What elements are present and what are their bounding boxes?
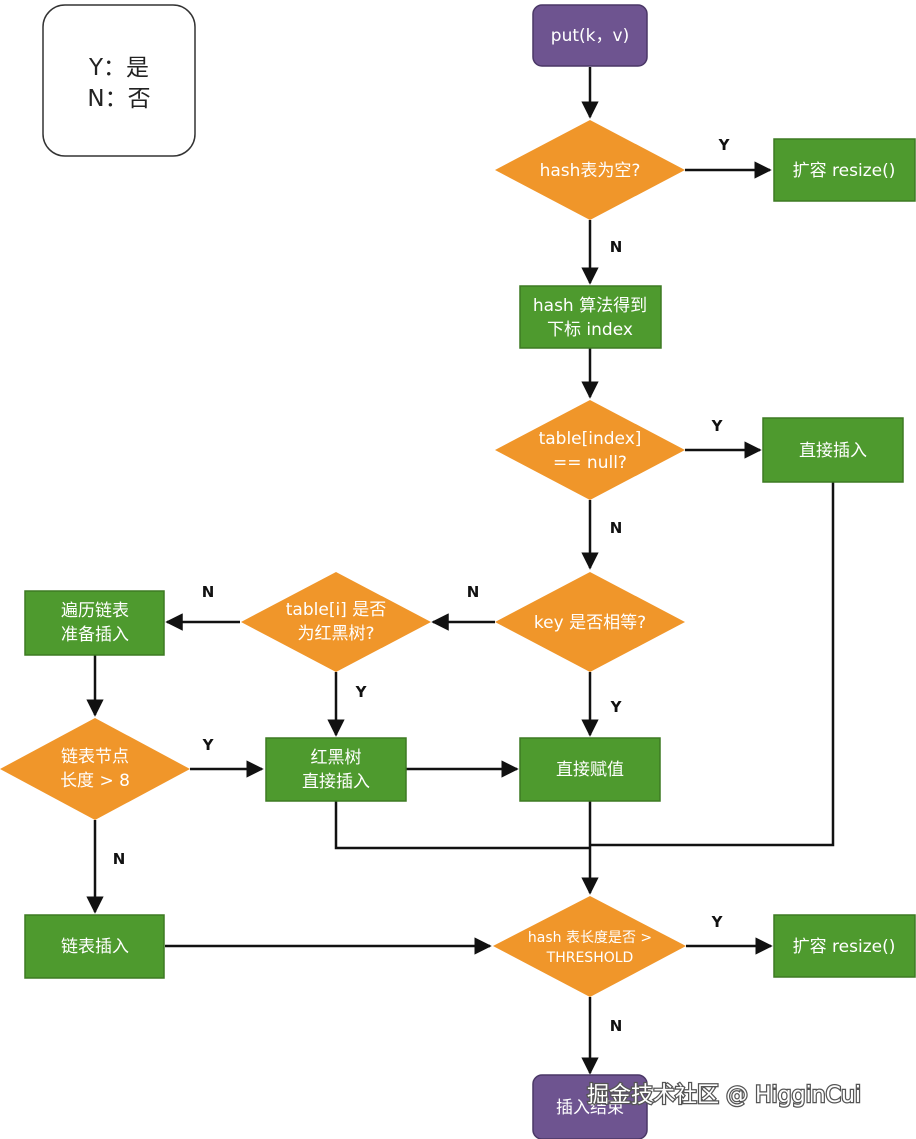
label-length-yes: Y — [202, 736, 215, 754]
label-key-yes: Y — [610, 698, 623, 716]
legend-no: N：否 — [87, 86, 150, 112]
decision-length-label-line1: 链表节点 — [61, 747, 129, 767]
start-shape — [532, 4, 648, 67]
legend: Y：是 N：否 — [42, 4, 196, 157]
decision-threshold-label-line2: THRESHOLD — [546, 950, 634, 966]
process-list-insert-label: 链表插入 — [61, 937, 129, 957]
process-direct-assign: 直接赋值 — [519, 737, 661, 802]
decision-key-shape — [495, 572, 685, 672]
label-threshold-yes: Y — [711, 913, 724, 931]
process-direct-insert-shape — [762, 417, 904, 483]
decision-tree: table[i] 是否 为红黑树? — [241, 572, 431, 672]
edge-direct-insert-to-threshold — [590, 482, 835, 847]
end-label: 插入结束 — [556, 1098, 624, 1118]
label-tree-no: N — [202, 583, 215, 601]
label-null-yes: Y — [711, 417, 724, 435]
label-tree-yes: Y — [355, 683, 368, 701]
decision-length-label-line2: 长度 > 8 — [60, 771, 130, 791]
process-hash-index-line2: 下标 index — [547, 320, 633, 340]
edges — [86, 67, 835, 1075]
process-list-insert: 链表插入 — [24, 914, 165, 979]
label-length-no: N — [113, 850, 126, 868]
edge-labels: Y N Y N N Y N Y Y N Y N — [113, 136, 731, 1035]
process-hash-index-line1: hash 算法得到 — [533, 296, 647, 316]
process-resize-1-shape — [773, 138, 916, 202]
start-label: put(k，v) — [551, 26, 629, 46]
label-empty-no: N — [610, 238, 623, 256]
decision-empty-shape — [495, 120, 685, 220]
decision-null-label-line2: == null? — [553, 453, 627, 473]
edge-tree-insert-to-threshold — [334, 801, 590, 850]
decision-length: 链表节点 长度 > 8 — [0, 718, 190, 820]
decision-threshold-label-line1: hash 表长度是否 > — [528, 930, 652, 946]
process-tree-insert-shape — [265, 737, 407, 802]
end-shape — [532, 1074, 648, 1139]
process-resize-2-shape — [773, 914, 916, 978]
start-node: put(k，v) — [532, 4, 648, 67]
process-traverse-shape — [24, 590, 165, 656]
decision-empty-label: hash表为空? — [540, 161, 641, 181]
process-traverse: 遍历链表 准备插入 — [24, 590, 165, 656]
decision-threshold-shape — [493, 896, 686, 997]
process-resize-1-label: 扩容 resize() — [793, 161, 896, 181]
process-direct-insert: 直接插入 — [762, 417, 904, 483]
watermark: 掘金技术社区 @ HigginCui — [586, 1082, 863, 1110]
decision-key: key 是否相等? — [495, 572, 685, 672]
process-hash-index-shape — [519, 285, 662, 349]
label-empty-yes: Y — [718, 136, 731, 154]
process-list-insert-shape — [24, 914, 165, 979]
decision-tree-label-line2: 为红黑树? — [297, 624, 374, 644]
decision-length-shape — [0, 718, 190, 820]
process-tree-insert-line1: 红黑树 — [311, 748, 362, 768]
process-resize-2-label: 扩容 resize() — [793, 937, 896, 957]
process-tree-insert: 红黑树 直接插入 — [265, 737, 407, 802]
process-resize-2: 扩容 resize() — [773, 914, 916, 978]
decision-tree-shape — [241, 572, 431, 672]
process-resize-1: 扩容 resize() — [773, 138, 916, 202]
label-null-no: N — [610, 519, 623, 537]
watermark-text: 掘金技术社区 @ HigginCui — [587, 1083, 861, 1108]
decision-null-shape — [495, 400, 685, 500]
process-hash-index: hash 算法得到 下标 index — [519, 285, 662, 349]
legend-box — [42, 4, 196, 157]
label-key-no: N — [467, 583, 480, 601]
decision-threshold: hash 表长度是否 > THRESHOLD — [493, 896, 686, 997]
decision-key-label: key 是否相等? — [534, 613, 646, 633]
end-node: 插入结束 — [532, 1074, 648, 1139]
process-tree-insert-line2: 直接插入 — [302, 772, 370, 792]
decision-tree-label-line1: table[i] 是否 — [286, 600, 386, 620]
decision-null-label-line1: table[index] — [539, 429, 642, 449]
label-threshold-no: N — [610, 1017, 623, 1035]
decision-null: table[index] == null? — [495, 400, 685, 500]
process-direct-insert-label: 直接插入 — [799, 441, 867, 461]
legend-yes: Y：是 — [88, 55, 149, 81]
decision-empty: hash表为空? — [495, 120, 685, 220]
process-direct-assign-label: 直接赋值 — [556, 760, 624, 780]
process-traverse-line2: 准备插入 — [61, 625, 129, 645]
process-traverse-line1: 遍历链表 — [61, 601, 129, 621]
process-direct-assign-shape — [519, 737, 661, 802]
